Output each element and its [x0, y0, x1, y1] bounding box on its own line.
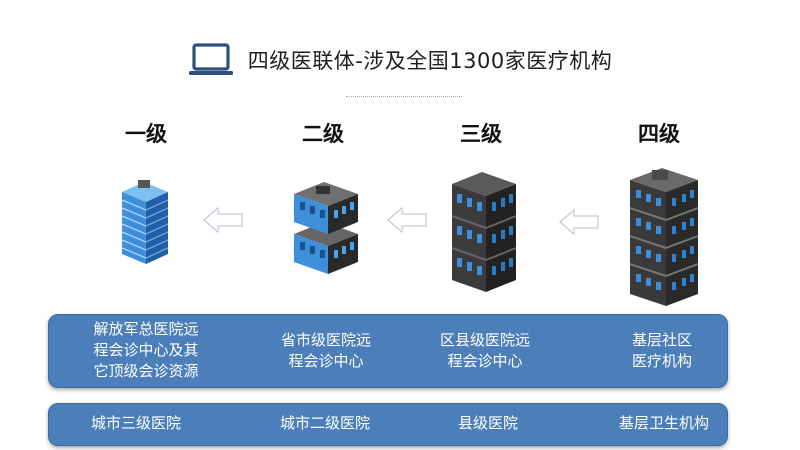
hospital-type-band: [48, 403, 728, 446]
hospital-level-1: 城市三级医院: [90, 414, 182, 432]
level-label-4: 四级: [638, 122, 680, 146]
consultation-center-band: [48, 314, 728, 388]
arrow-left-icon: [203, 206, 243, 234]
hospital-level-2: 城市二级医院: [279, 414, 371, 432]
center-level-1: 解放军总医院远 程会诊中心及其 它顶级会诊资源: [93, 320, 199, 380]
level-label-3: 三级: [460, 122, 502, 146]
laptop-icon: [188, 43, 233, 75]
building-icon: [121, 180, 169, 264]
center-level-3: 区县级医院远 程会诊中心: [439, 331, 531, 370]
page-title: 四级医联体-涉及全国1300家医疗机构: [247, 49, 613, 73]
title-divider: [346, 96, 462, 97]
building-icon: [629, 168, 699, 306]
hospital-level-4: 基层卫生机构: [618, 414, 710, 432]
header: 四级医联体-涉及全国1300家医疗机构: [0, 40, 800, 80]
level-label-2: 二级: [302, 122, 344, 146]
arrow-left-icon: [559, 208, 599, 236]
center-level-2: 省市级医院远 程会诊中心: [280, 331, 372, 370]
hospital-level-3: 县级医院: [457, 414, 519, 432]
building-icon: [451, 172, 517, 292]
arrow-left-icon: [387, 206, 427, 234]
building-icon: [294, 182, 358, 274]
center-level-4: 基层社区 医疗机构: [631, 331, 693, 370]
level-label-1: 一级: [125, 122, 167, 146]
